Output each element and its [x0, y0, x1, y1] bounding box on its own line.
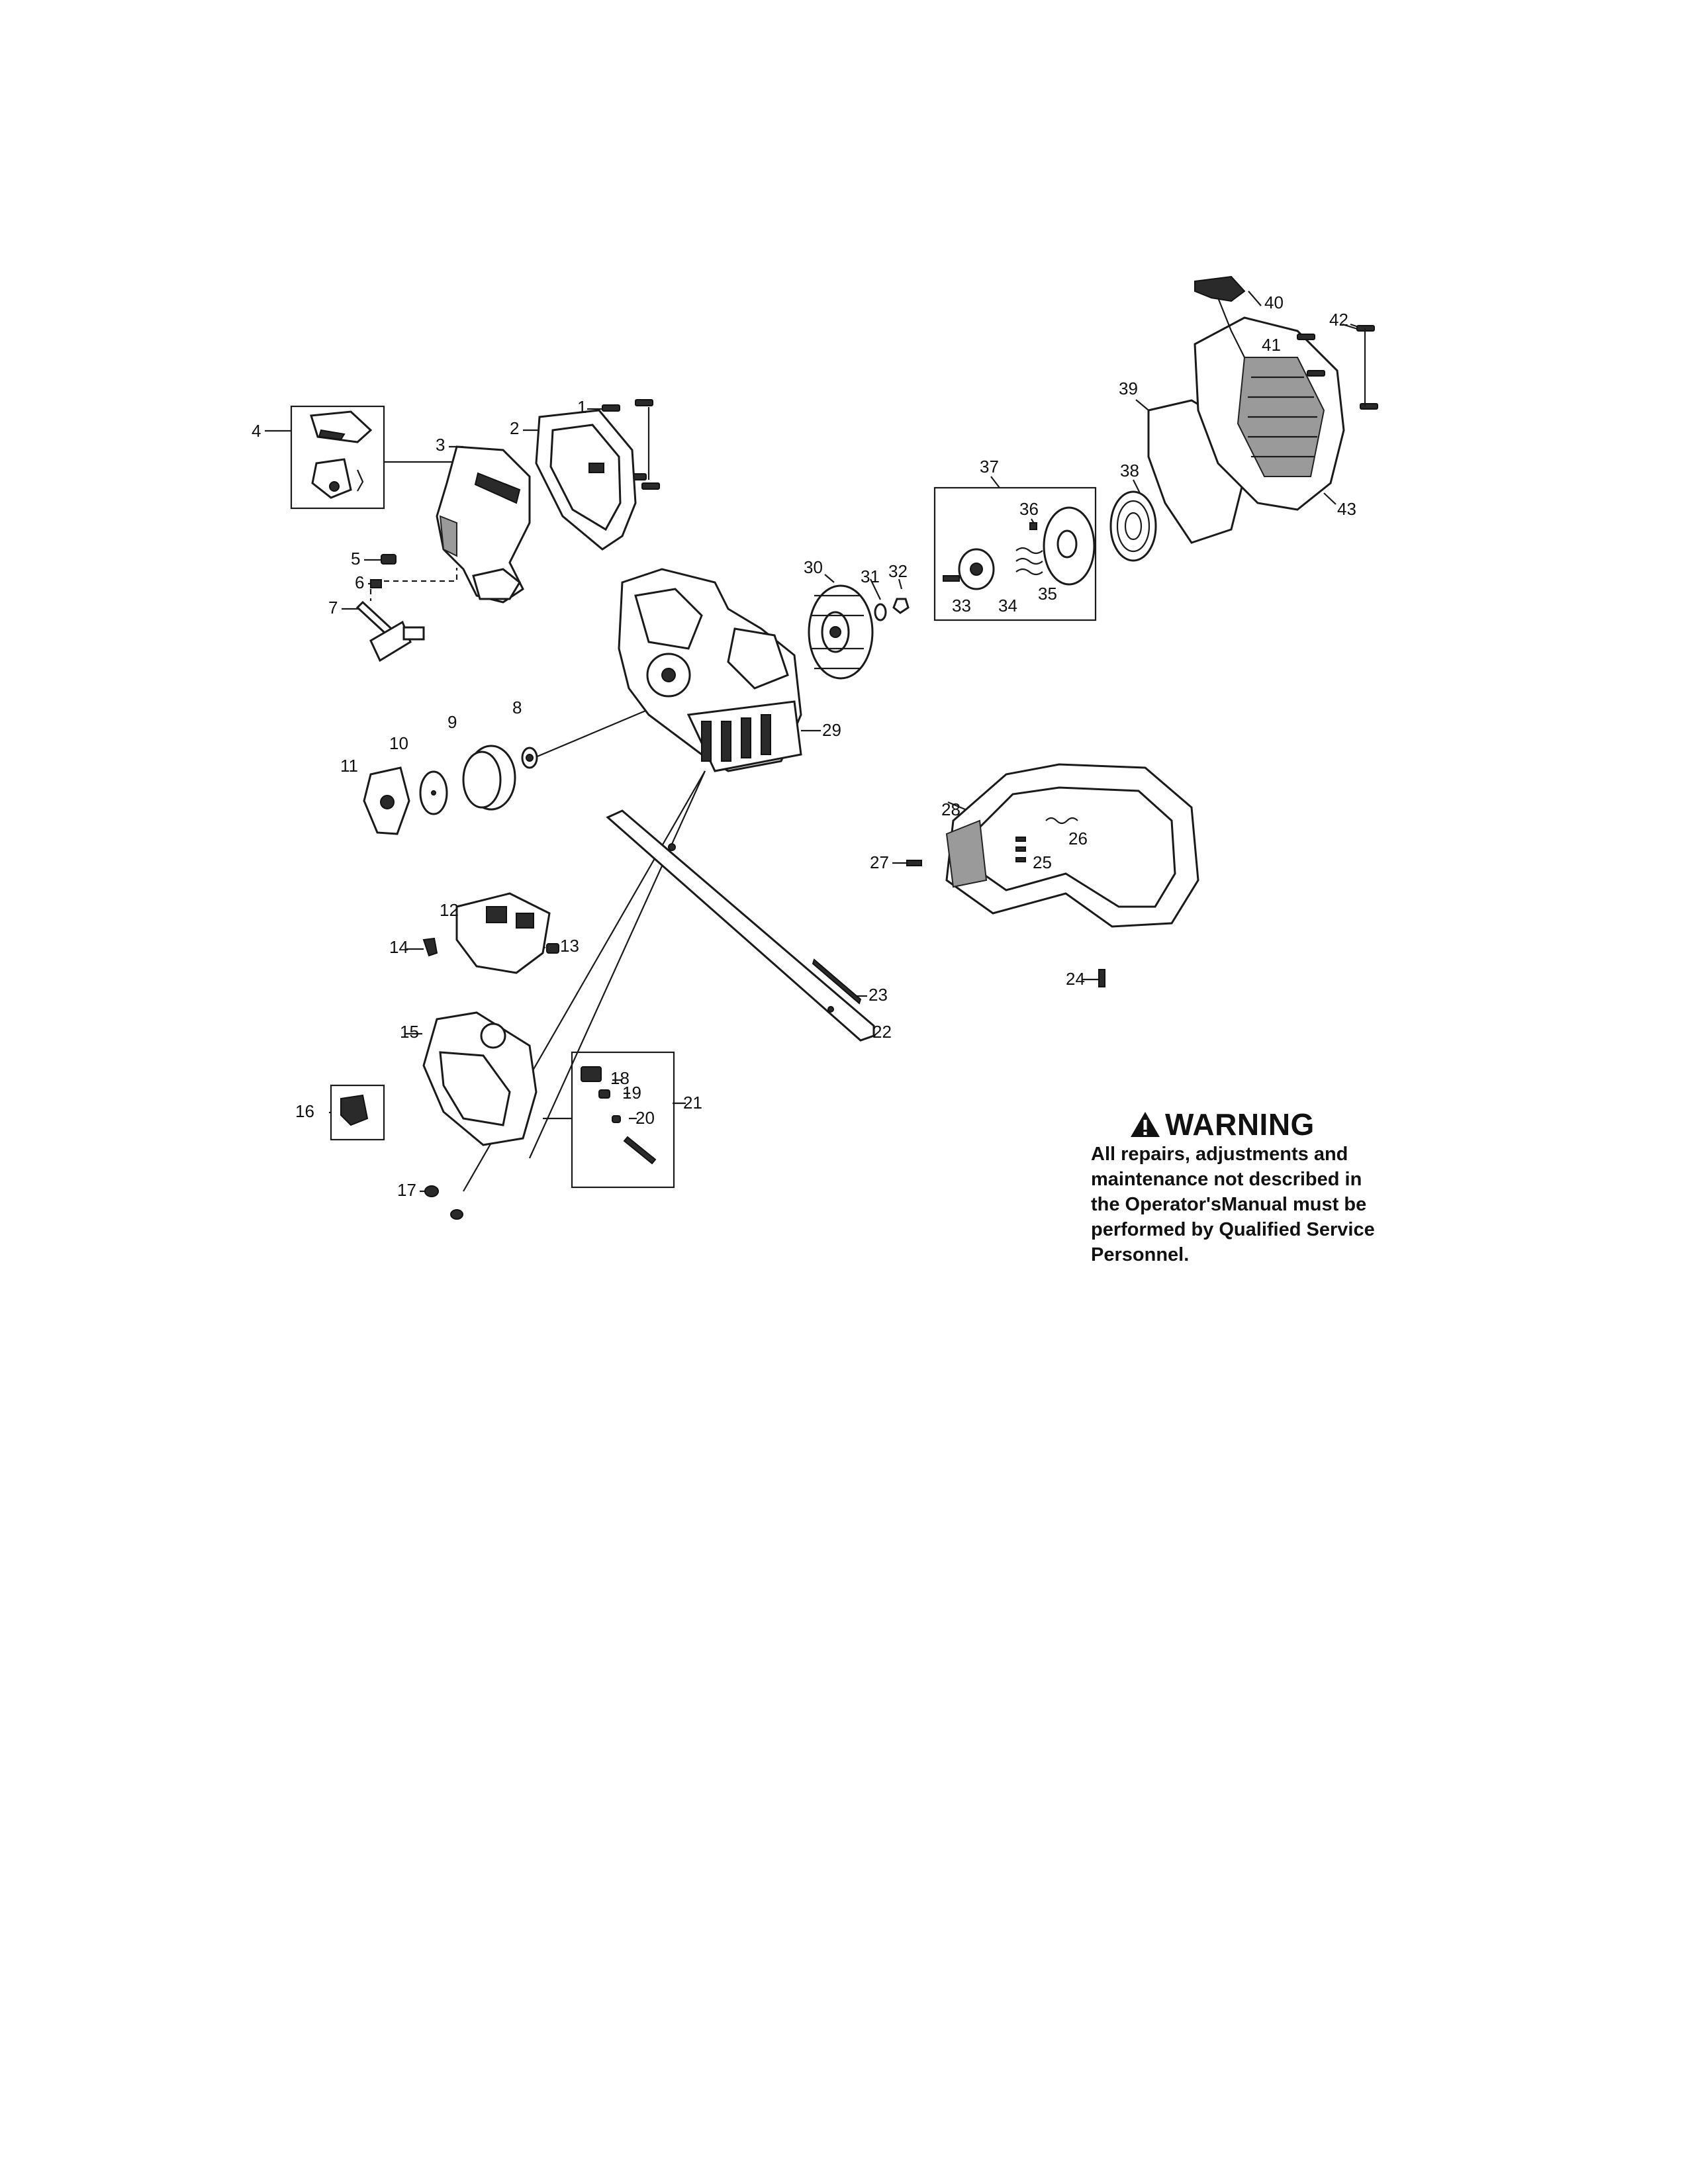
callout-label: 22	[872, 1022, 892, 1042]
callout-label: 1	[577, 397, 586, 417]
callout-label: 8	[512, 698, 522, 717]
clutch-parts-8-to-11	[363, 745, 538, 835]
callout-label: 18	[610, 1068, 630, 1088]
callout-label: 15	[400, 1022, 419, 1042]
callout-label: 33	[952, 596, 971, 615]
engine-housing-part-29	[618, 568, 802, 772]
callout-label: 43	[1337, 499, 1356, 519]
warning-header: WARNING	[1129, 1109, 1462, 1140]
callout-label: 14	[389, 937, 408, 957]
callout-label: 27	[870, 852, 889, 872]
callout-label: 7	[328, 598, 338, 617]
callout-label: 4	[252, 421, 261, 441]
callout-label: 31	[861, 567, 880, 586]
callout-label: 34	[998, 596, 1017, 615]
callout-label: 40	[1264, 293, 1284, 312]
callout-labels: 1 2 3 4 5 6 7 8 9 10 11 12 13 14 15 16 1…	[252, 293, 1356, 1200]
small-parts-5-6-7	[355, 554, 425, 662]
callout-label: 6	[355, 572, 364, 592]
warning-title: WARNING	[1165, 1107, 1315, 1142]
sprocket-cover-parts-15-16-17	[340, 1011, 657, 1220]
callout-label: 19	[622, 1083, 641, 1103]
callout-label: 29	[822, 720, 841, 740]
callout-label: 30	[804, 557, 823, 577]
air-filter-cover-part-2	[535, 409, 637, 551]
callout-label: 28	[941, 799, 961, 819]
callout-label: 11	[340, 756, 358, 776]
guide-bar-part-22	[606, 809, 875, 1042]
starter-handle-parts-40-41-42	[1194, 275, 1378, 410]
callout-label: 32	[888, 561, 908, 581]
callout-label: 37	[980, 457, 999, 477]
starter-housing-parts-39-43	[1147, 316, 1345, 544]
callout-label: 3	[436, 435, 445, 455]
callout-label: 9	[447, 712, 457, 732]
part-illustrations	[310, 275, 1378, 1220]
callout-label: 20	[635, 1108, 655, 1128]
brake-band-parts-12-13-14	[422, 892, 559, 974]
warning-notice: WARNING All repairs, adjustments and mai…	[1091, 1109, 1462, 1267]
callout-label: 23	[868, 985, 888, 1005]
warning-triangle-icon	[1131, 1112, 1160, 1137]
callout-label: 42	[1329, 310, 1348, 330]
callout-label: 24	[1066, 969, 1085, 989]
callout-label: 41	[1262, 335, 1281, 355]
rear-handle-part-3	[436, 445, 531, 604]
rewind-spring-part-38	[1109, 490, 1157, 562]
callout-label: 17	[397, 1180, 416, 1200]
callout-label: 25	[1033, 852, 1052, 872]
callout-label: 39	[1119, 379, 1138, 398]
callout-label: 21	[683, 1093, 702, 1113]
callout-label: 13	[560, 936, 579, 956]
front-handle-parts-24-to-28	[906, 763, 1199, 987]
callout-label: 12	[440, 900, 459, 920]
flywheel-parts-30-31-32	[808, 584, 910, 680]
callout-label: 26	[1068, 829, 1088, 848]
callout-label: 36	[1019, 499, 1039, 519]
callout-label: 38	[1120, 461, 1139, 480]
callout-label: 16	[295, 1101, 314, 1121]
warning-text: All repairs, adjustments and maintenance…	[1091, 1144, 1375, 1265]
callout-label: 35	[1038, 584, 1057, 604]
callout-label: 10	[389, 733, 408, 753]
callout-label: 2	[510, 418, 519, 438]
callout-label: 5	[351, 549, 360, 569]
starter-pulley-parts-33-to-36	[943, 506, 1096, 590]
throttle-parts-part-4	[310, 410, 373, 499]
